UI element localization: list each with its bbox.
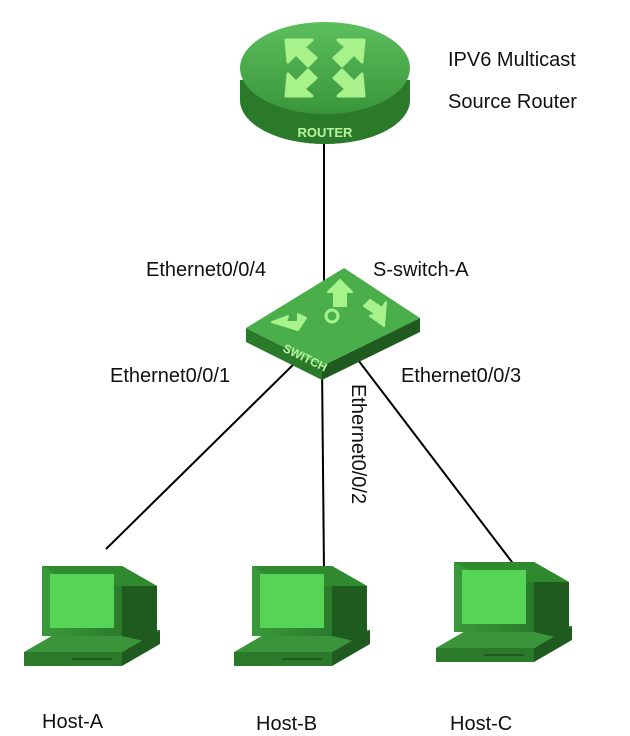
host-computer-icon[interactable] — [234, 566, 370, 666]
host-b-label: Host-B — [256, 713, 317, 735]
switch-icon[interactable]: SWITCH — [246, 268, 420, 380]
router-badge: ROUTER — [298, 125, 354, 140]
link-switch-host-a — [105, 359, 299, 550]
host-a-label: Host-A — [42, 711, 104, 733]
host-computer-icon[interactable] — [436, 562, 572, 662]
link-switch-host-c — [351, 351, 519, 571]
port-label-ethernet0-0-2: Ethernet0/0/2 — [347, 384, 369, 504]
links — [105, 142, 519, 573]
port-label-ethernet0-0-1: Ethernet0/0/1 — [110, 365, 230, 387]
host-computer-icon[interactable] — [24, 566, 160, 666]
router-icon[interactable]: ROUTER — [240, 22, 410, 144]
router-title-line1: IPV6 Multicast — [448, 49, 576, 71]
port-label-ethernet0-0-3: Ethernet0/0/3 — [401, 365, 521, 387]
host-c-label: Host-C — [450, 713, 512, 735]
switch-name: S-switch-A — [373, 259, 469, 281]
router-title-line2: Source Router — [448, 91, 577, 113]
port-label-ethernet0-0-4: Ethernet0/0/4 — [146, 259, 266, 281]
link-switch-host-b — [321, 364, 325, 573]
